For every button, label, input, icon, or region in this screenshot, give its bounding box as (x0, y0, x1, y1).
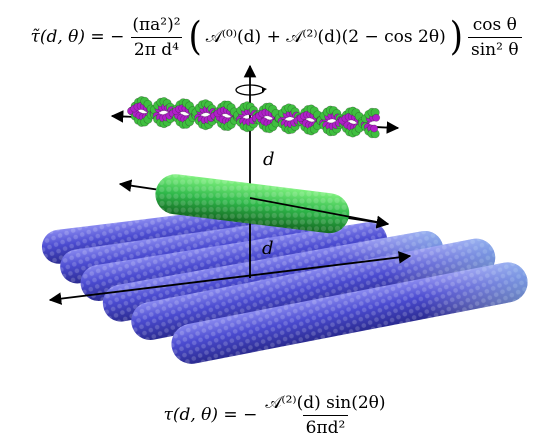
substrate-nanotube-array (41, 206, 528, 364)
angular-denominator: sin² θ (467, 36, 522, 60)
green-nanotube (155, 174, 350, 234)
approx-denominator: 6πd² (302, 414, 349, 438)
approx-fraction: 𝒜⁽²⁾(d) sin(2θ) 6πd² (262, 393, 388, 438)
rotation-arrow-icon (235, 84, 267, 96)
approx-equation-lhs: τ(d, θ) = − (163, 405, 258, 425)
left-paren: ( (188, 14, 202, 61)
angular-numerator: cos θ (472, 14, 517, 35)
right-paren: ) (449, 14, 463, 61)
substrate-tube-6 (171, 262, 528, 364)
nanotube-axis-front (249, 197, 390, 229)
prefactor-denominator: 2π d⁴ (130, 36, 182, 60)
prefactor-fraction: (πa²)² 2π d⁴ (129, 15, 183, 60)
prefactor-numerator: (πa²)² (132, 14, 181, 35)
distance-label-lower: d (262, 238, 274, 259)
dna-atom (370, 124, 379, 133)
torque-equation-lhs: τ̃(d, θ) = − (30, 27, 125, 47)
dna-atom (372, 113, 381, 122)
hamaker-bracket-terms: 𝒜⁽⁰⁾(d) + 𝒜⁽²⁾(d)(2 − cos 2θ) (205, 27, 446, 47)
substrate-axis (48, 251, 412, 305)
distance-label-upper: d (263, 149, 275, 170)
torque-equation-approx: τ(d, θ) = − 𝒜⁽²⁾(d) sin(2θ) 6πd² (0, 388, 553, 442)
angular-fraction: cos θ sin² θ (467, 14, 522, 60)
approx-numerator: 𝒜⁽²⁾(d) sin(2θ) (265, 392, 386, 413)
torque-equation-full: τ̃(d, θ) = − (πa²)² 2π d⁴ ( 𝒜⁽⁰⁾(d) + 𝒜⁽… (0, 6, 553, 68)
dna-double-helix (127, 96, 381, 139)
